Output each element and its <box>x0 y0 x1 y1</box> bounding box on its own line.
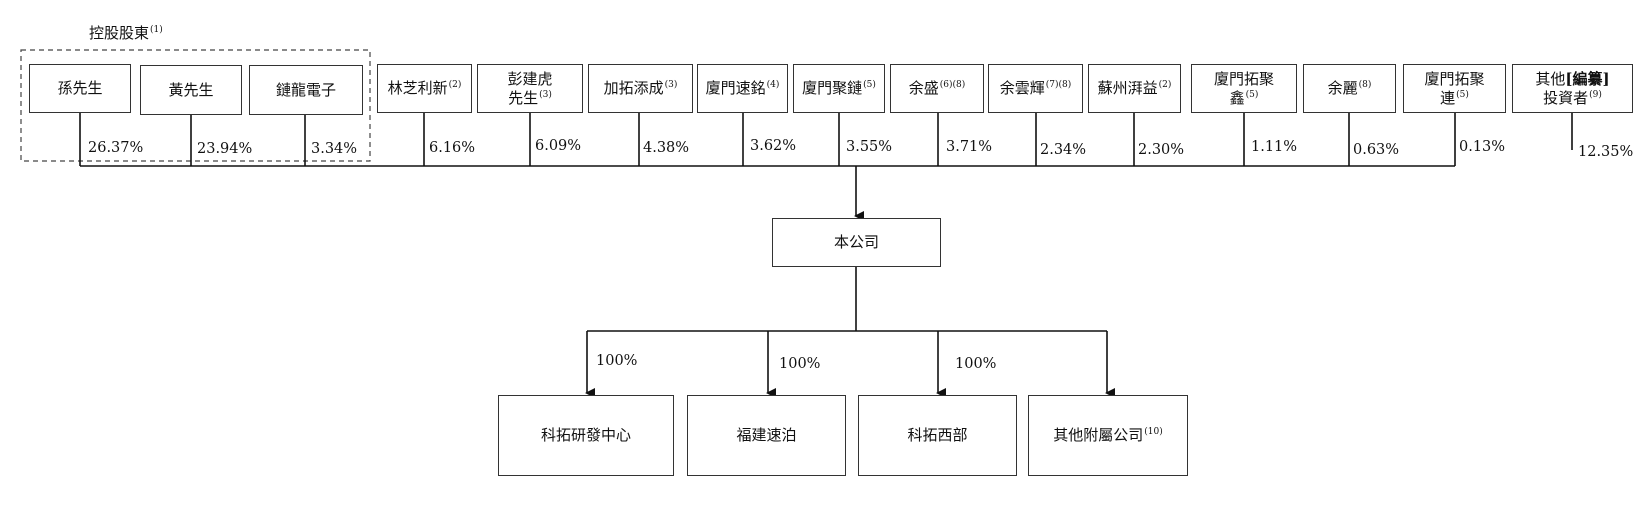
subsidiary-box-other: 其他附屬公司(10) <box>1028 395 1188 476</box>
shareholder-box-suzhou: 蘇州湃益(2) <box>1088 64 1181 113</box>
pct-yusheng: 3.71% <box>946 139 993 155</box>
pct-xmtjl: 0.13% <box>1459 139 1506 155</box>
pct-xmtjx: 1.11% <box>1251 139 1298 155</box>
controlling-group-frame <box>20 49 371 162</box>
pct-others: 12.35% <box>1578 144 1634 160</box>
controlling-group-label: 控股股東(1) <box>89 24 163 42</box>
pct-yuyunhui: 2.34% <box>1040 142 1087 158</box>
shareholder-box-yusheng: 余盛(6)(8) <box>890 64 984 113</box>
shareholder-box-xmtjx: 廈門拓聚鑫(5) <box>1191 64 1297 113</box>
shareholder-box-xmjulian: 廈門聚鏈(5) <box>793 64 885 113</box>
shareholder-box-xmtjl: 廈門拓聚連(5) <box>1403 64 1506 113</box>
pct-rd: 100% <box>596 353 638 369</box>
subsidiary-box-west: 科拓西部 <box>858 395 1017 476</box>
pct-lian: 3.34% <box>311 141 358 157</box>
pct-xmjulian: 3.55% <box>846 139 893 155</box>
shareholder-box-jiatuo: 加拓添成(3) <box>588 64 693 113</box>
shareholder-box-yuyunhui: 余雲輝(7)(8) <box>988 64 1083 113</box>
shareholder-box-others: 其他[編纂]投資者(9) <box>1512 64 1633 113</box>
pct-peng: 6.09% <box>535 138 582 154</box>
shareholder-box-yuli: 余麗(8) <box>1303 64 1396 113</box>
pct-yuli: 0.63% <box>1353 142 1400 158</box>
pct-huang: 23.94% <box>197 141 253 157</box>
shareholder-box-sun: 孫先生 <box>29 64 131 113</box>
pct-sun: 26.37% <box>88 140 144 156</box>
subsidiary-box-fj: 福建速泊 <box>687 395 846 476</box>
shareholder-box-xmsuming: 廈門速銘(4) <box>697 64 788 113</box>
shareholder-box-peng: 彭建虎先生(3) <box>477 64 583 113</box>
shareholder-box-huang: 黃先生 <box>140 65 242 115</box>
company-box: 本公司 <box>772 218 941 267</box>
shareholder-box-lian: 鏈龍電子 <box>249 65 363 115</box>
shareholder-box-lin: 林芝利新(2) <box>377 64 472 113</box>
pct-fj: 100% <box>779 356 821 372</box>
pct-xmsuming: 3.62% <box>750 138 797 154</box>
subsidiary-box-rd: 科拓研發中心 <box>498 395 674 476</box>
pct-west: 100% <box>955 356 997 372</box>
pct-lin: 6.16% <box>429 140 476 156</box>
pct-suzhou: 2.30% <box>1138 142 1185 158</box>
pct-jiatuo: 4.38% <box>643 140 690 156</box>
